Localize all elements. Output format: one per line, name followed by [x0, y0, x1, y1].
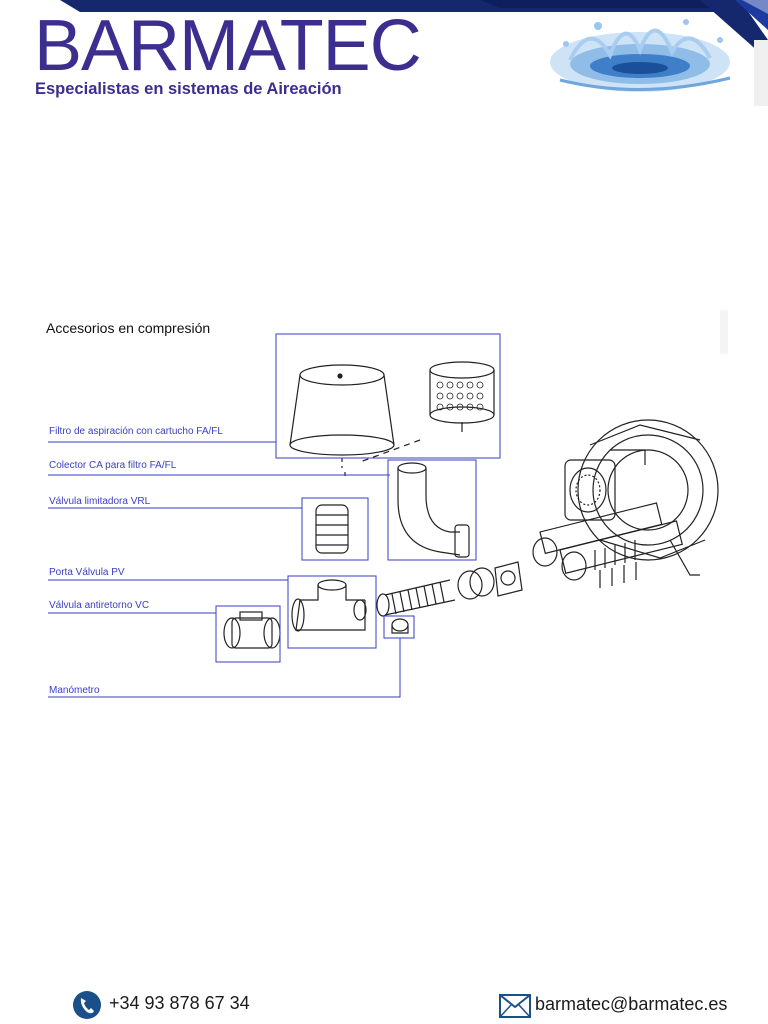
accessories-diagram [48, 310, 728, 698]
page-header: BARMATEC Especialistas en sistemas de Ai… [0, 0, 768, 110]
filter-housing-drawing [289, 364, 395, 456]
flexible-hose-drawing [376, 561, 523, 634]
check-valve-drawing [223, 611, 281, 649]
callout-colector-ca: Colector CA para filtro FA/FL [49, 460, 177, 471]
water-splash-image [550, 19, 731, 92]
callout-valvula-limitadora: Válvula limitadora VRL [49, 496, 151, 507]
header-band-graphic [60, 0, 768, 106]
callout-lines [48, 333, 501, 698]
callout-porta-valvula: Porta Válvula PV [49, 567, 125, 578]
diagram-title: Accesorios en compresión [46, 320, 211, 336]
tagline: Especialistas en sistemas de Aireación [35, 80, 342, 98]
collector-elbow-drawing [397, 462, 470, 558]
blower-motor-drawing [532, 419, 719, 588]
brand-logo: BARMATEC [34, 6, 422, 86]
envelope-icon [499, 994, 531, 1018]
footer-email[interactable]: barmatec@barmatec.es [535, 994, 728, 1014]
limiter-valve-drawing [315, 504, 349, 554]
porta-valve-drawing [291, 579, 367, 632]
phone-icon [73, 991, 101, 1019]
filter-cartridge-drawing [429, 361, 495, 432]
callout-manometro: Manómetro [49, 685, 100, 696]
callout-filtro-aspiracion: Filtro de aspiración con cartucho FA/FL [49, 426, 223, 437]
callout-valvula-antiretorno: Válvula antiretorno VC [49, 600, 150, 611]
footer-phone: +34 93 878 67 34 [109, 993, 250, 1013]
